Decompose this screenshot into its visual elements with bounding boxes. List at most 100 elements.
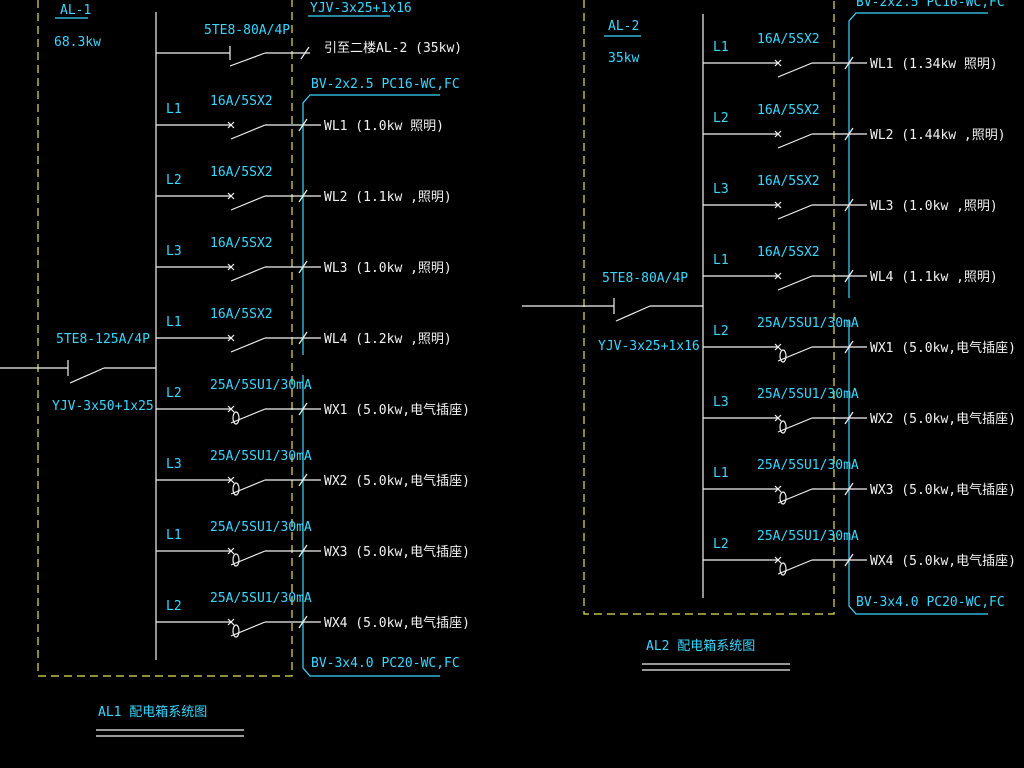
al1-circuit-2-label: WL2 (1.1kw ,照明) — [324, 190, 452, 205]
al1-circuit-6-breaker-blade — [230, 479, 266, 495]
al1-circuit-2-breaker-rating: 16A/5SX2 — [210, 165, 273, 180]
al2-circuit-7-rcd-symbol — [779, 491, 787, 505]
al1-circuit-6-label: WX2 (5.0kw,电气插座) — [324, 473, 470, 489]
al1-panel-name: AL-1 — [60, 3, 91, 18]
al1-circuit-8-rcd-symbol — [232, 624, 240, 638]
al2-socket-cable-label: BV-3x4.0 PC20-WC,FC — [856, 595, 1005, 610]
al1-incoming-cable-label: YJV-3x50+1x25 — [52, 399, 154, 414]
al2-circuit-4-breaker-rating: 16A/5SX2 — [757, 245, 820, 260]
al1-lighting-cable-label: BV-2x2.5 PC16-WC,FC — [311, 77, 460, 92]
al2-circuit-4-breaker-cross-b — [774, 272, 782, 280]
al1-circuit-7-label: WX3 (5.0kw,电气插座) — [324, 544, 470, 560]
al2-circuit-6-breaker-blade — [777, 417, 813, 433]
al2-circuit-8-breaker-blade — [777, 559, 813, 575]
al1-circuit-2-phase: L2 — [166, 173, 182, 188]
al1-circuit-6-phase: L3 — [166, 457, 182, 472]
al1-panel-load: 68.3kw — [54, 35, 101, 50]
al2-circuit-7-breaker-cross-b — [774, 485, 782, 493]
al1-circuit-8-tick — [298, 615, 308, 629]
al2-circuit-5-tick — [844, 340, 854, 354]
al1-diagram: AL-1 68.3kw 5TE8-125A/4P YJV-3x50+1x25 5… — [0, 0, 470, 737]
al1-circuit-6: L3 25A/5SU1/30mA WX2 (5.0kw,电气插座) — [156, 449, 470, 496]
al1-circuit-7-breaker-rating: 25A/5SU1/30mA — [210, 520, 312, 535]
al2-main-breaker-blade — [615, 305, 651, 322]
al1-circuit-4-breaker-rating: 16A/5SX2 — [210, 307, 273, 322]
al1-circuit-7-rcd-symbol — [232, 553, 240, 567]
al1-socket-cable-label: BV-3x4.0 PC20-WC,FC — [311, 656, 460, 671]
al2-circuit-7-phase: L1 — [713, 466, 729, 481]
al1-circuit-4-label: WL4 (1.2kw ,照明) — [324, 332, 452, 347]
al1-circuit-1-breaker-blade — [230, 124, 266, 140]
al1-tap-destination: 引至二楼AL-2 (35kw) — [324, 41, 462, 56]
al1-circuit-5-breaker-rating: 25A/5SU1/30mA — [210, 378, 312, 393]
al2-circuit-4-label: WL4 (1.1kw ,照明) — [870, 270, 998, 285]
al2-circuit-5-phase: L2 — [713, 324, 729, 339]
al1-circuit-1-label: WL1 (1.0kw 照明) — [324, 119, 444, 134]
al2-circuit-5-rcd-symbol — [779, 349, 787, 363]
al2-circuit-4-tick — [844, 269, 854, 283]
al2-circuit-2-breaker-blade — [777, 133, 813, 149]
al1-circuit-8-breaker-blade — [230, 621, 266, 637]
al1-circuit-3-tick — [298, 260, 308, 274]
al1-circuit-2-breaker-cross-b — [227, 192, 235, 200]
al1-circuit-8-breaker-cross-b — [227, 618, 235, 626]
al1-circuit-7-breaker-blade — [230, 550, 266, 566]
al1-circuit-4-tick — [298, 331, 308, 345]
al2-circuit-3-phase: L3 — [713, 182, 729, 197]
al1-circuit-2-tick — [298, 189, 308, 203]
al2-circuit-3-label: WL3 (1.0kw ,照明) — [870, 199, 998, 214]
al2-circuit-8-label: WX4 (5.0kw,电气插座) — [870, 553, 1016, 569]
al1-circuit-5-label: WX1 (5.0kw,电气插座) — [324, 402, 470, 418]
al2-circuit-2-label: WL2 (1.44kw ,照明) — [870, 128, 1006, 143]
al1-circuit-8-phase: L2 — [166, 599, 182, 614]
al1-tap-tick — [300, 46, 310, 60]
al2-circuit-8-rcd-symbol — [779, 562, 787, 576]
al2-circuit-5-breaker-blade — [777, 346, 813, 362]
al2-circuit-7-breaker-blade — [777, 488, 813, 504]
al1-circuit-1-phase: L1 — [166, 102, 182, 117]
al1-circuit-3-breaker-cross-b — [227, 263, 235, 271]
al2-socket-bracket — [848, 320, 988, 615]
al1-circuit-1-breaker-rating: 16A/5SX2 — [210, 94, 273, 109]
al2-circuit-7-label: WX3 (5.0kw,电气插座) — [870, 482, 1016, 498]
al2-circuit-3-tick — [844, 198, 854, 212]
al1-circuit-8-breaker-rating: 25A/5SU1/30mA — [210, 591, 312, 606]
al1-circuit-6-breaker-rating: 25A/5SU1/30mA — [210, 449, 312, 464]
al2-circuit-3-breaker-cross-b — [774, 201, 782, 209]
al2-circuit-2-breaker-rating: 16A/5SX2 — [757, 103, 820, 118]
al2-circuit-7-breaker-rating: 25A/5SU1/30mA — [757, 458, 859, 473]
al1-circuit-1-breaker-cross-b — [227, 121, 235, 129]
al2-circuit-5-label: WX1 (5.0kw,电气插座) — [870, 340, 1016, 356]
al1-caption: AL1 配电箱系统图 — [98, 704, 207, 720]
al1-circuit-5-rcd-symbol — [232, 411, 240, 425]
al1-circuit-5-breaker-cross-b — [227, 405, 235, 413]
al1-circuit-1-tick — [298, 118, 308, 132]
al2-diagram: AL-2 35kw 5TE8-80A/4P YJV-3x25+1x16 BV-2… — [522, 0, 1016, 671]
al2-circuit-3-breaker-blade — [777, 204, 813, 220]
al2-circuit-1-breaker-blade — [777, 62, 813, 78]
al1-tap-cable-label: YJV-3x25+1x16 — [310, 1, 412, 16]
al1-circuit-3-phase: L3 — [166, 244, 182, 259]
al2-top-cable-label: BV-2x2.5 PC16-WC,FC — [856, 0, 1005, 10]
al1-circuit-7-breaker-cross-b — [227, 547, 235, 555]
al1-circuit-4-breaker-blade — [230, 337, 266, 353]
al2-circuit-8-breaker-cross-b — [774, 556, 782, 564]
al1-socket-bracket — [302, 375, 440, 677]
al2-circuit-7: L1 25A/5SU1/30mA WX3 (5.0kw,电气插座) — [703, 458, 1016, 505]
al1-tap-breaker-label: 5TE8-80A/4P — [204, 23, 290, 38]
al2-circuit-4-breaker-blade — [777, 275, 813, 291]
